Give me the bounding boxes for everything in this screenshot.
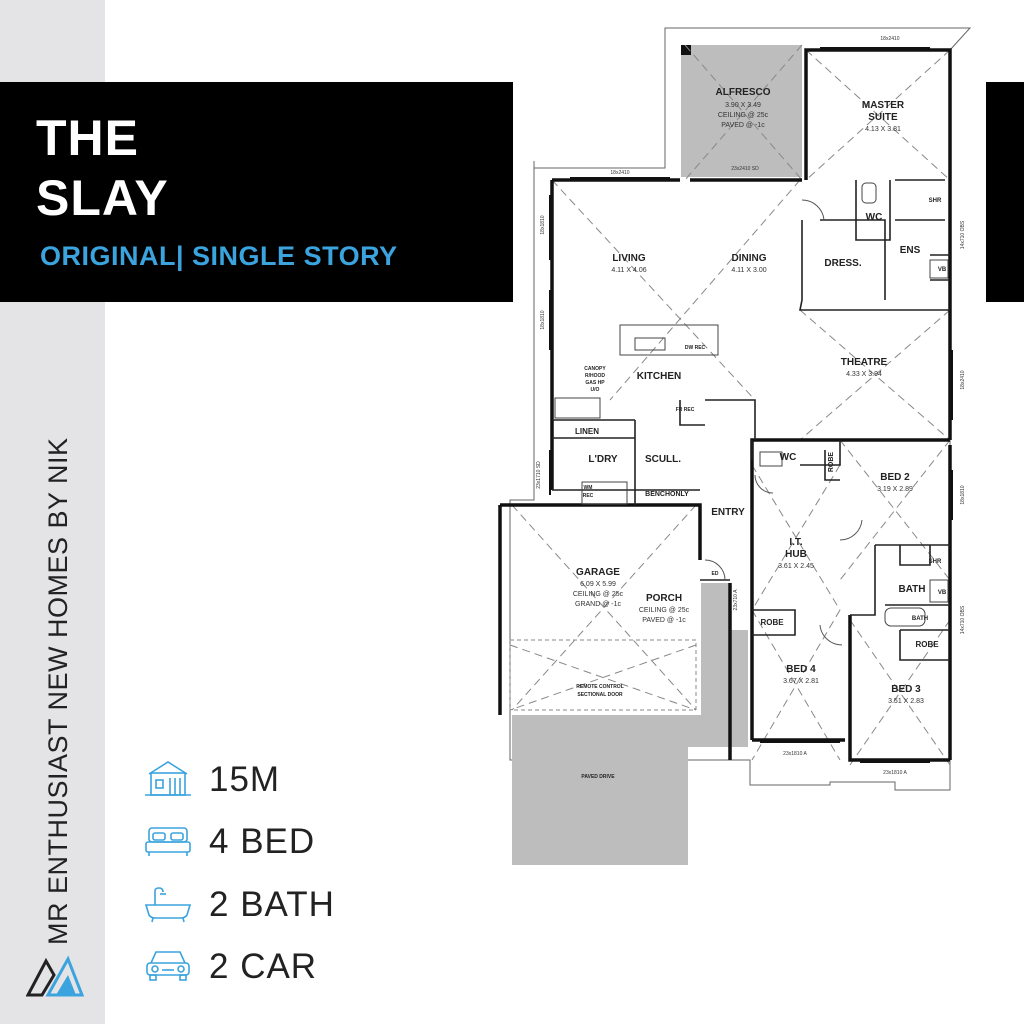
garage-ceiling: CEILING @ 25c xyxy=(573,591,624,598)
canopy-label-2: R/HOOD xyxy=(585,373,605,379)
window-code-right-theatre: 18x2410 xyxy=(960,370,966,389)
it-hub-size: 3.61 X 2.45 xyxy=(778,563,814,570)
bath-vb-label: VB xyxy=(938,590,947,596)
window-code-right-master: 14x710 OBS xyxy=(960,220,966,249)
porch-paved: PAVED @ -1c xyxy=(642,617,686,624)
floor-plan: ALFRESCO 3.90 X 3.49 CEILING @ 25c PAVED… xyxy=(498,27,972,865)
brand-logo-icon xyxy=(26,955,84,997)
ens-shr-label: SHR xyxy=(929,198,942,204)
bed2-robe-label: ROBE xyxy=(828,452,835,473)
theatre-size: 4.33 X 3.94 xyxy=(846,371,882,378)
alfresco-paved: PAVED @ -1c xyxy=(721,122,765,129)
feature-bed-label: 4 BED xyxy=(209,822,316,861)
porch-name: PORCH xyxy=(646,593,682,604)
bed3-name: BED 3 xyxy=(891,684,921,695)
window-code-alfresco-door: 23x2410 SD xyxy=(731,166,759,172)
window-code-left-living-1: 18x1810 xyxy=(540,215,546,234)
feature-car: 2 CAR xyxy=(143,945,463,995)
feature-bed: 4 BED xyxy=(143,820,463,870)
window-code-left-ldry: 23x1710 SD xyxy=(536,461,542,489)
window-code-right-bath: 14x710 OBS xyxy=(960,605,966,634)
bed3-robe-label: ROBE xyxy=(915,640,939,649)
remote-label-2: SECTIONAL DOOR xyxy=(577,692,623,698)
canopy-label-1: CANOPY xyxy=(584,366,606,372)
feature-frontage: 15M xyxy=(143,758,463,808)
bed-icon xyxy=(145,827,191,856)
bath-label: BATH xyxy=(898,584,925,595)
dw-rec-label: DW REC xyxy=(685,345,706,351)
window-code-bottom-bed3: 23x1810 A xyxy=(883,770,907,776)
ens-vb-label: VB xyxy=(938,267,947,273)
porch-paving xyxy=(688,583,748,747)
bed3-size: 3.51 X 2.83 xyxy=(888,698,924,705)
right-accent-bar xyxy=(986,82,1024,302)
feature-bath: 2 BATH xyxy=(143,883,463,933)
car-icon xyxy=(146,951,190,981)
alfresco-name: ALFRESCO xyxy=(716,87,771,98)
ens-label: ENS xyxy=(900,245,921,256)
master-name-2: SUITE xyxy=(868,112,898,123)
master-name-1: MASTER xyxy=(862,100,905,111)
room-labels: ALFRESCO 3.90 X 3.49 CEILING @ 25c PAVED… xyxy=(573,87,947,780)
bath-shr-label: SHR xyxy=(929,559,942,565)
benchonly-label: BENCHONLY xyxy=(645,491,689,498)
ed-label: ED xyxy=(712,571,719,577)
canopy-label-3: GAS HP xyxy=(585,380,605,386)
wm-rec-label: REC xyxy=(583,493,594,499)
bath-tub-label: BATH xyxy=(912,616,928,622)
linen-label: LINEN xyxy=(575,427,599,436)
bed4-robe-label: ROBE xyxy=(760,618,784,627)
subtitle: ORIGINAL| SINGLE STORY xyxy=(40,241,398,271)
kitchen-label: KITCHEN xyxy=(637,371,681,382)
title-line-2: SLAY xyxy=(36,170,169,226)
bed4-name: BED 4 xyxy=(786,664,816,675)
wm-label: WM xyxy=(584,485,593,491)
dress-label: DRESS. xyxy=(824,258,861,269)
bed4-size: 3.67 X 2.81 xyxy=(783,678,819,685)
window-code-top-master: 18x2410 xyxy=(880,36,899,42)
dining-size: 4.11 X 3.00 xyxy=(731,267,766,274)
window-code-bottom-bed4: 23x1810 A xyxy=(783,751,807,757)
paved-drive-label: PAVED DRIVE xyxy=(581,774,615,780)
window-code-right-bed2: 18x1810 xyxy=(960,485,966,504)
feature-frontage-label: 15M xyxy=(209,760,281,799)
title-block: THE SLAY xyxy=(0,82,513,302)
window-code-top-living: 18x2410 xyxy=(610,170,629,176)
garage-name: GARAGE xyxy=(576,567,620,578)
paved-drive-area xyxy=(512,715,688,865)
scull-label: SCULL. xyxy=(645,454,681,465)
alfresco-ceiling: CEILING @ 25c xyxy=(718,112,769,119)
alfresco-area xyxy=(681,45,802,177)
feature-car-label: 2 CAR xyxy=(209,947,318,986)
window-code-left-living-2: 18x1810 xyxy=(540,310,546,329)
feature-bath-label: 2 BATH xyxy=(209,885,335,924)
window-codes: 18x2410 18x2410 23x2410 SD 23x1810 A 23x… xyxy=(536,36,966,776)
ldry-label: L'DRY xyxy=(588,454,618,465)
fr-rec-label: FR REC xyxy=(676,407,695,413)
bed2-name: BED 2 xyxy=(880,472,910,483)
ens-wc-label: WC xyxy=(866,212,883,223)
it-hub-name-2: HUB xyxy=(785,549,807,560)
remote-label-1: REMOTE CONTROL xyxy=(576,684,624,690)
bathtub-icon xyxy=(144,887,192,923)
hall-wc-label: WC xyxy=(780,452,797,463)
living-size: 4.11 X 4.06 xyxy=(611,267,646,274)
house-frontage-icon xyxy=(145,761,191,796)
it-hub-name-1: I.T. xyxy=(789,537,803,548)
alfresco-size: 3.90 X 3.49 xyxy=(725,102,761,109)
canopy-label-4: U/O xyxy=(591,387,600,393)
title-line-1: THE xyxy=(36,110,139,166)
window-code-porch: 23x710 A xyxy=(733,589,739,611)
garage-grand: GRAND @ -1c xyxy=(575,601,621,608)
entry-label: ENTRY xyxy=(711,507,745,518)
porch-ceiling: CEILING @ 25c xyxy=(639,607,690,614)
theatre-name: THEATRE xyxy=(841,357,888,368)
bed2-size: 3.19 X 2.89 xyxy=(877,486,913,493)
master-size: 4.13 X 3.81 xyxy=(865,126,901,133)
living-name: LIVING xyxy=(612,253,646,264)
garage-size: 6.09 X 5.99 xyxy=(580,581,616,588)
dining-name: DINING xyxy=(732,253,767,264)
brand-vertical-text: MR ENTHUSIAST NEW HOMES BY NIK xyxy=(43,437,73,945)
